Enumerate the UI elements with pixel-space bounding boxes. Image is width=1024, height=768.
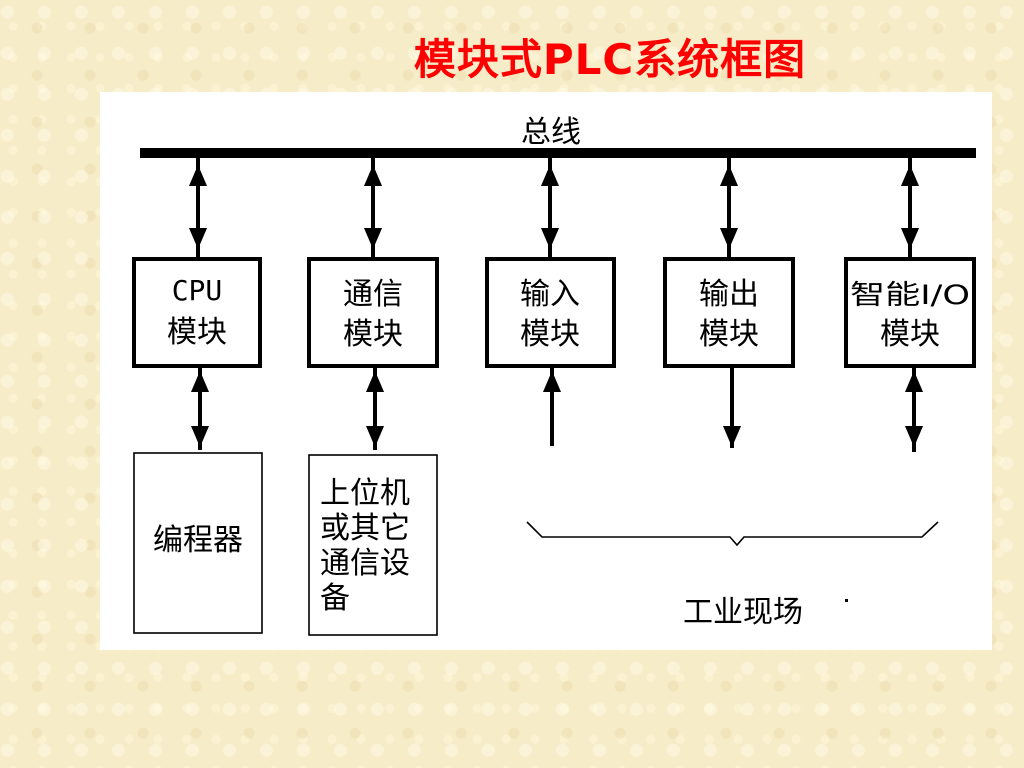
host-line-2: 或其它 [320,511,410,546]
bus-connectors [188,158,920,258]
module-smart-io: 智能I/O 模块 [844,257,976,368]
module-smart-io-line1: 智能I/O [850,280,970,311]
host-line-3: 通信设 [320,546,410,581]
host-device-box: 上位机 或其它 通信设 备 [308,454,438,636]
module-smart-io-line2: 模块 [880,317,940,352]
module-output: 输出 模块 [663,257,795,368]
module-input: 输入 模块 [485,257,616,368]
module-input-line1: 输入 [520,277,580,312]
programmer-label: 编程器 [153,523,243,558]
host-line-1: 上位机 [320,476,410,511]
module-comm-line1: 通信 [343,277,403,312]
page-title: 模块式PLC系统框图 [413,35,807,84]
diagram-panel: 总线 CPU 模块 通信 模块 输入 模块 [100,92,992,650]
bus-label: 总线 [521,115,581,150]
plc-block-diagram: 总线 CPU 模块 通信 模块 输入 模块 [132,115,976,636]
host-line-4: 备 [320,581,350,616]
lower-connectors [190,368,924,452]
module-comm: 通信 模块 [307,257,439,368]
module-output-line2: 模块 [699,317,759,352]
module-output-line1: 输出 [699,277,759,312]
module-cpu-line2: 模块 [167,315,227,350]
field-brace [526,521,939,547]
field-dot [845,599,848,602]
module-input-line2: 模块 [520,317,580,352]
module-cpu-line1: CPU [172,274,223,307]
bus-line [140,148,976,158]
module-comm-line2: 模块 [343,317,403,352]
module-cpu: CPU 模块 [132,257,262,368]
field-label: 工业现场 [683,595,803,630]
programmer-box: 编程器 [133,452,263,634]
